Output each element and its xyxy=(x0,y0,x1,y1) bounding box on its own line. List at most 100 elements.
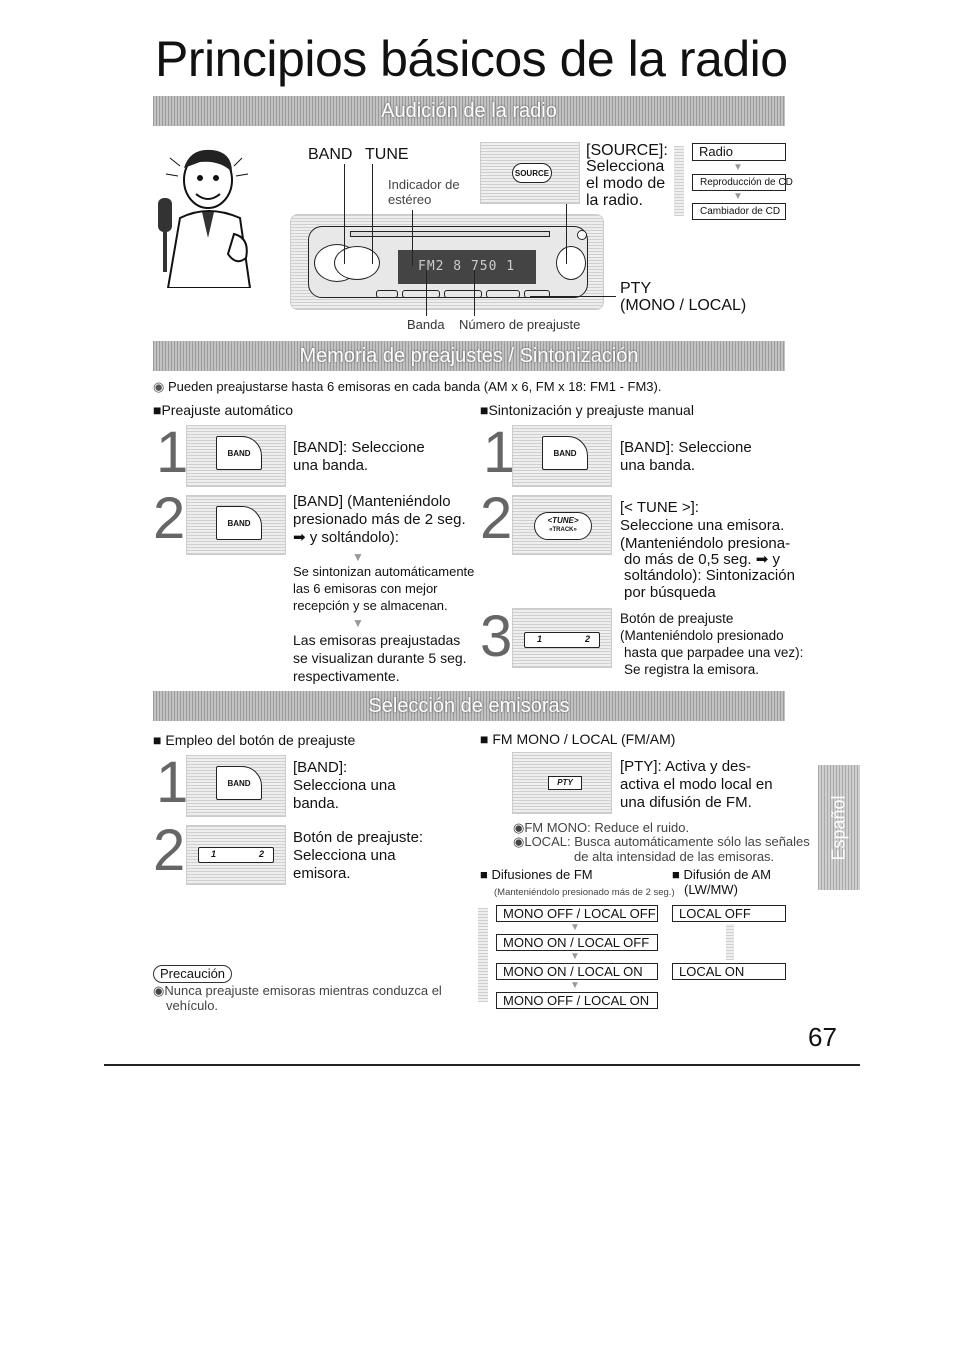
arrow-down-icon: ▼ xyxy=(352,616,364,630)
source-desc-1: Selecciona xyxy=(586,158,665,175)
preset-button[interactable] xyxy=(444,290,482,298)
pty-label: PTY xyxy=(620,280,652,297)
auto-step1-line2: una banda. xyxy=(293,457,369,474)
manual-step2-line1: [< TUNE >]: xyxy=(620,499,699,516)
caution-line-1: ◉Nunca preajuste emisoras mientras condu… xyxy=(153,983,442,998)
pty-desc-line3: una difusión de FM. xyxy=(620,794,752,811)
language-tab: Español xyxy=(818,765,860,890)
fm-note-1: ◉FM MONO: Reduce el ruido. xyxy=(513,820,690,835)
fm-state-box: MONO ON / LOCAL OFF xyxy=(496,934,658,951)
auto-result2-line3: respectivamente. xyxy=(293,668,400,684)
preset-2-label: 2 xyxy=(585,634,591,644)
arrow-down-icon: ▼ xyxy=(733,191,743,202)
caution-line-2: vehículo. xyxy=(166,998,219,1013)
pty-mode-label: (MONO / LOCAL) xyxy=(620,297,747,314)
callout-line xyxy=(372,164,373,264)
preset-step2-line2: Selecciona una xyxy=(293,847,396,864)
preset-button[interactable] xyxy=(486,290,520,298)
pty-desc-line2: activa el modo local en xyxy=(620,776,773,793)
preset-step2-line1: Botón de preajuste: xyxy=(293,829,424,846)
fm-state-box: MONO OFF / LOCAL OFF xyxy=(496,905,658,922)
band-button[interactable]: BAND xyxy=(216,436,262,470)
preset-button[interactable] xyxy=(376,290,398,298)
page-number: 67 xyxy=(808,1022,837,1052)
preset-button[interactable] xyxy=(524,290,550,298)
auto-step2-line3: ➡ y soltándolo): xyxy=(293,529,399,546)
callout-line xyxy=(566,204,567,264)
step-number: 2 xyxy=(153,818,186,883)
step-number: 1 xyxy=(156,750,189,815)
fm-broadcast-sub: (Manteniéndolo presionado más de 2 seg.) xyxy=(494,887,675,898)
banda-label: Banda xyxy=(407,317,445,332)
am-state-box: LOCAL OFF xyxy=(672,905,786,922)
fm-mono-heading: ■ FM MONO / LOCAL (FM/AM) xyxy=(480,731,676,747)
auto-result2-line2: se visualizan durante 5 seg. xyxy=(293,650,467,666)
band-button[interactable]: BAND xyxy=(216,506,262,540)
manual-step3-line1: Botón de preajuste xyxy=(620,611,734,626)
bullet-icon: ◉ xyxy=(153,379,168,394)
mode-cycle-bracket xyxy=(674,146,684,216)
pty-knob[interactable] xyxy=(556,246,586,280)
auto-result1-line3: recepción y se almacenan. xyxy=(293,598,448,613)
fm-note-2b: de alta intensidad de las emisoras. xyxy=(574,849,775,864)
callout-line xyxy=(426,270,427,316)
manual-step3-line4: Se registra la emisora. xyxy=(624,662,760,677)
auto-step1-line1: [BAND]: Seleccione xyxy=(293,439,425,456)
announcer-illustration xyxy=(158,149,252,288)
radio-display: FM2 8 750 1 xyxy=(398,250,536,284)
callout-line xyxy=(530,296,616,297)
band-button[interactable]: BAND xyxy=(542,436,588,470)
cd-slot xyxy=(350,231,550,237)
callout-line xyxy=(412,210,413,266)
preset-step1-line1: [BAND]: xyxy=(293,759,348,776)
page-title: Principios básicos de la radio xyxy=(155,31,788,87)
arrow-right-icon: ➡ xyxy=(293,529,310,546)
pty-desc-line1: [PTY]: Activa y des- xyxy=(620,758,751,775)
mode-radio-box: Radio xyxy=(692,143,786,161)
auto-step2-line2: presionado más de 2 seg. xyxy=(293,511,466,528)
am-state-box: LOCAL ON xyxy=(672,963,786,980)
eject-button[interactable] xyxy=(577,230,587,240)
manual-step1-line1: [BAND]: Seleccione xyxy=(620,439,752,456)
preset-step2-line3: emisora. xyxy=(293,865,351,882)
pty-button[interactable]: PTY xyxy=(548,776,582,790)
arrow-down-icon: ▼ xyxy=(352,550,364,564)
am-broadcast-sub: (LW/MW) xyxy=(684,882,738,897)
step-number: 2 xyxy=(153,486,186,551)
preset-step1-line3: banda. xyxy=(293,795,339,812)
preset-button-row xyxy=(376,290,552,298)
band-button[interactable]: BAND xyxy=(216,766,262,800)
fm-broadcast-heading: ■ Difusiones de FM xyxy=(480,867,593,882)
manual-step2-line6: por búsqueda xyxy=(624,584,716,601)
memoria-note: ◉ Pueden preajustarse hasta 6 emisoras e… xyxy=(153,379,662,394)
step-number: 1 xyxy=(156,420,189,485)
manual-step3-line3: hasta que parpadee una vez): xyxy=(624,645,804,660)
arrow-right-icon: ➡ xyxy=(751,551,773,568)
source-label: [SOURCE]: xyxy=(586,142,668,159)
source-button[interactable]: SOURCE xyxy=(512,163,552,183)
fm-state-box: MONO ON / LOCAL ON xyxy=(496,963,658,980)
tune-button[interactable]: <TUNE> «TRACK» xyxy=(534,512,592,540)
preset-2-label: 2 xyxy=(259,849,265,859)
source-desc-3: la radio. xyxy=(586,192,643,209)
arrow-down-icon: ▼ xyxy=(570,980,580,991)
mode-cd-box: Reproducción de CD xyxy=(692,174,793,191)
manual-step2-line2: Seleccione una emisora. xyxy=(620,517,785,534)
callout-line xyxy=(344,164,345,264)
footer-rule xyxy=(104,1064,860,1066)
auto-result2-line1: Las emisoras preajustadas xyxy=(293,632,461,648)
manual-preset-heading: ■Sintonización y preajuste manual xyxy=(480,402,694,418)
caution-label: Precaución xyxy=(153,965,233,983)
preset-step1-line2: Selecciona una xyxy=(293,777,396,794)
bullet-icon: ◉ xyxy=(513,820,525,835)
manual-step2-line5: soltándolo): Sintonización xyxy=(624,567,795,584)
section-header-audicion: Audición de la radio xyxy=(153,96,785,126)
preset-button[interactable] xyxy=(402,290,440,298)
source-desc-2: el modo de xyxy=(586,175,666,192)
band-knob[interactable] xyxy=(334,246,380,280)
callout-line xyxy=(474,270,475,316)
step-number: 1 xyxy=(483,420,516,485)
preset-1-label: 1 xyxy=(211,849,217,859)
